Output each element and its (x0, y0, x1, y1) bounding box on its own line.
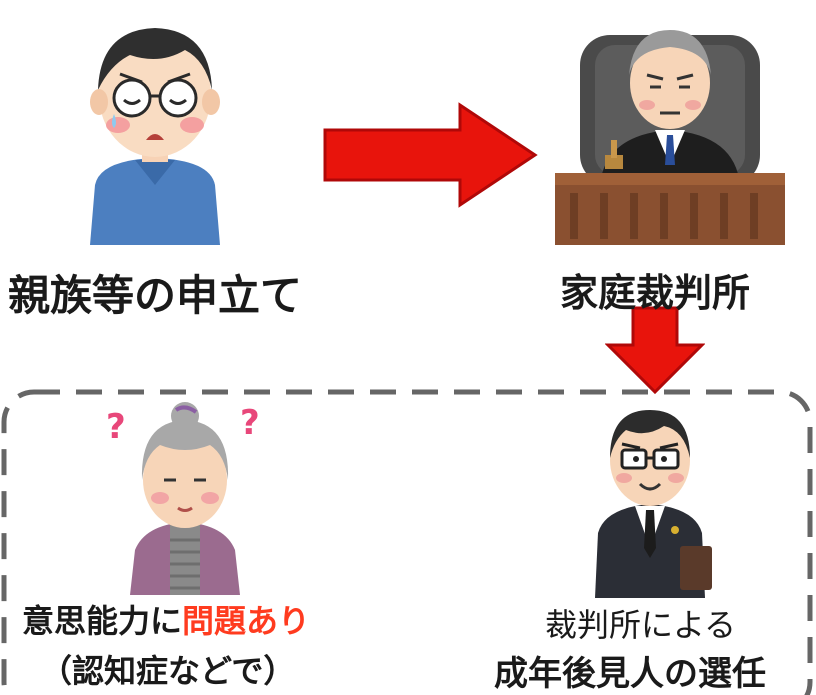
elderly-label-prefix: 意思能力に (22, 602, 183, 640)
elderly-label: 意思能力に問題あり (22, 596, 310, 642)
judge-icon (555, 30, 785, 245)
down-arrow-icon (605, 306, 705, 395)
svg-text:?: ? (106, 407, 126, 447)
confused-elderly-woman-icon: ? ? (106, 402, 260, 595)
lawyer-icon (595, 410, 712, 598)
guardian-prefix-label: 裁判所による (545, 606, 737, 644)
worried-man-icon (90, 28, 220, 245)
right-arrow-icon (323, 102, 538, 208)
court-label: 家庭裁判所 (560, 271, 751, 315)
applicant-label: 親族等の申立て (8, 271, 303, 320)
guardian-main-label: 成年後見人の選任 (490, 646, 770, 695)
elderly-label-highlight: 問題あり (182, 602, 311, 640)
elderly-sub-label: （認知症などで） (40, 652, 296, 690)
svg-text:?: ? (240, 403, 260, 443)
